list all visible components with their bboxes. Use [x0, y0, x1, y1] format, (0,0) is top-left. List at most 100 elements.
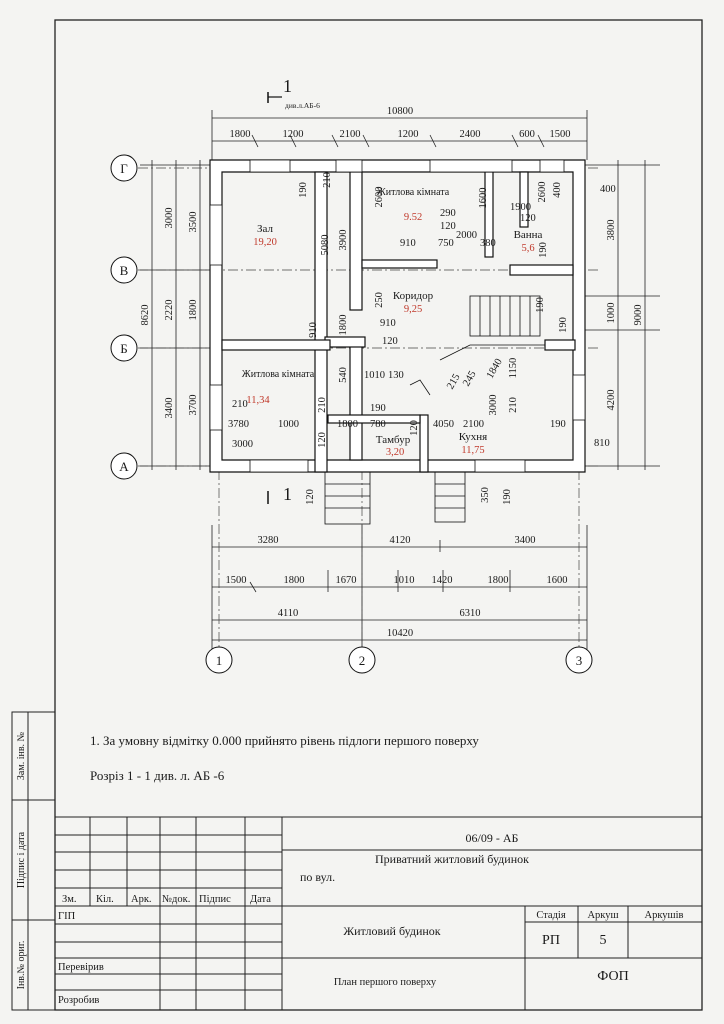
axis-label-A: А [119, 459, 129, 474]
dim-interior: 1010 [364, 370, 385, 381]
dim-interior: 1900 [510, 202, 531, 213]
dim-interior: 1800 [337, 419, 358, 430]
role-checked: Перевірив [58, 962, 104, 973]
room-name: Зал [257, 223, 273, 235]
tb-header: Підпис [199, 894, 231, 905]
room-name: Тамбур [376, 434, 411, 446]
dim-interior: 5080 [320, 235, 331, 256]
dim-top-seg: 1800 [230, 129, 251, 140]
title-block [55, 816, 702, 1010]
note-section-ref: Розріз 1 - 1 див. л. АБ -6 [90, 768, 225, 783]
axis-label-G: Г [120, 161, 128, 176]
dim-top-seg: 1200 [398, 129, 419, 140]
axis-label-2: 2 [359, 653, 366, 668]
dim-top-overall: 10800 [387, 106, 413, 117]
sheet-frame [54, 19, 703, 1011]
dim-interior: 210 [508, 397, 519, 413]
tb-header: Арк. [131, 894, 152, 905]
dim-bottom: 3280 [258, 535, 279, 546]
dim-interior: 210 [232, 399, 248, 410]
dim-interior: 210 [317, 397, 328, 413]
dim-interior: 2600 [374, 187, 385, 208]
tb-header: Зм. [62, 894, 77, 905]
room-area: 9,25 [404, 304, 422, 315]
sheet-label: Аркуш [587, 910, 618, 921]
dim-interior: 215 [445, 372, 462, 391]
room-name: Ванна [514, 229, 543, 241]
stage-label: Стадія [536, 910, 566, 921]
object-name: Житловий будинок [343, 924, 440, 938]
bottom-dimension-text: 3280 4120 3400 1500 1800 1670 1010 1420 … [226, 535, 568, 639]
dim-interior: 190 [502, 489, 513, 505]
dim-bottom: 4120 [390, 535, 411, 546]
section-marker-bottom: 1 [267, 484, 292, 504]
dim-interior: 190 [535, 297, 546, 313]
dim-interior: 290 [440, 208, 456, 219]
dim-bottom: 6310 [460, 608, 481, 619]
dim-bottom: 1500 [226, 575, 247, 586]
project-code: 06/09 - АБ [466, 831, 519, 845]
dim-interior: 120 [520, 213, 536, 224]
section-ref: див.л.АБ-6 [285, 101, 320, 110]
room-area: 11,34 [246, 395, 270, 406]
dim-left-inner: 1800 [188, 300, 199, 321]
dim-interior: 120 [382, 336, 398, 347]
dim-interior: 130 [388, 370, 404, 381]
dim-left-inner: 3700 [188, 395, 199, 416]
dim-interior: 2600 [537, 182, 548, 203]
dim-bottom: 4110 [278, 608, 299, 619]
dim-interior: 400 [552, 182, 563, 198]
dim-bottom: 1800 [284, 575, 305, 586]
dim-top-seg: 1500 [550, 129, 571, 140]
dim-interior: 190 [558, 317, 569, 333]
dim-left-mid: 2220 [164, 300, 175, 321]
dim-interior: 120 [305, 489, 316, 505]
sheet-value: 5 [600, 933, 607, 948]
dim-interior: 120 [440, 221, 456, 232]
window-openings [209, 159, 586, 473]
tb-header: Дата [250, 894, 271, 905]
dim-left-mid: 3400 [164, 398, 175, 419]
dim-interior: 540 [338, 367, 349, 383]
tb-header: Кіл. [96, 894, 114, 905]
dim-top-seg: 2400 [460, 129, 481, 140]
room-name: Житлова кімната [242, 369, 315, 380]
dim-left-inner: 3500 [188, 212, 199, 233]
room-name: Кухня [459, 431, 487, 443]
dim-interior: 210 [322, 172, 333, 188]
dim-bottom: 1420 [432, 575, 453, 586]
dim-right-inner: 4200 [606, 390, 617, 411]
dim-interior: 1600 [478, 188, 489, 209]
dim-interior: 245 [461, 369, 478, 388]
side-label-replace-inv: Зам. інв. № [16, 732, 27, 780]
room-name: Коридор [393, 290, 434, 302]
dim-interior: 400 [600, 184, 616, 195]
room-area: 5,6 [521, 243, 534, 254]
side-dimension-text: 8620 3000 2220 3400 3500 1800 3700 3800 … [140, 208, 644, 419]
axis-label-1: 1 [216, 653, 223, 668]
sheet-name: План першого поверху [334, 977, 437, 988]
dim-bottom: 1010 [394, 575, 415, 586]
dim-interior: 3780 [228, 419, 249, 430]
top-dimension-text: 10800 1800 1200 2100 1200 2400 600 1500 [230, 106, 571, 140]
dim-right-inner: 3800 [606, 220, 617, 241]
dim-interior: 190 [370, 403, 386, 414]
dim-interior: 380 [480, 238, 496, 249]
dim-interior: 250 [374, 292, 385, 308]
dim-interior: 750 [438, 238, 454, 249]
dim-bottom: 1800 [488, 575, 509, 586]
room-labels: Зал 19,20 Житлова кімната 9.52 Ванна 5,6… [242, 187, 543, 458]
dim-interior: 910 [380, 318, 396, 329]
dim-interior: 190 [298, 182, 309, 198]
dim-interior: 1800 [338, 315, 349, 336]
org-name: ФОП [597, 969, 628, 984]
sheets-label: Аркушів [645, 910, 684, 921]
axis-label-V: В [120, 263, 129, 278]
stage-value: РП [542, 933, 560, 948]
dim-top-seg: 1200 [283, 129, 304, 140]
dim-interior: 3000 [232, 439, 253, 450]
room-area: 19,20 [253, 237, 277, 248]
dim-interior: 1000 [278, 419, 299, 430]
dim-top-seg: 600 [519, 129, 535, 140]
